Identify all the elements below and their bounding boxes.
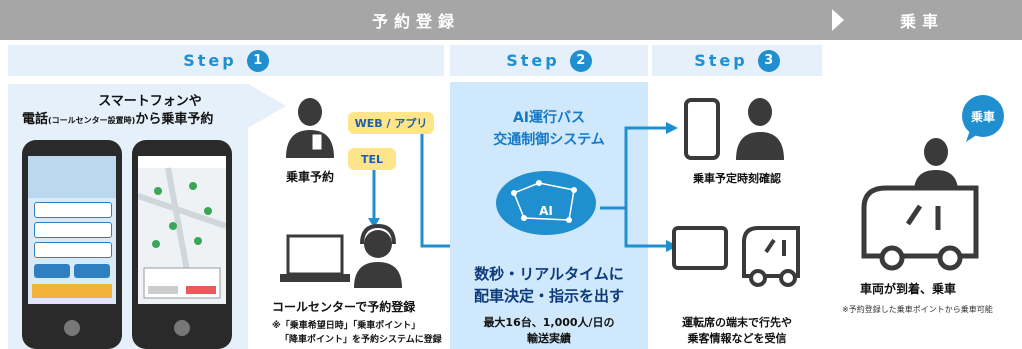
step-1-number: 1 bbox=[246, 49, 269, 72]
laptop-icon bbox=[280, 234, 350, 282]
step-1-header: Step 1 bbox=[8, 45, 444, 76]
step-3-label: Step bbox=[694, 51, 748, 70]
heading-phone-text: 電話 bbox=[22, 112, 49, 127]
tel-pill: TEL bbox=[348, 148, 396, 170]
driver-info-line2: 乗客情報などを受信 bbox=[687, 332, 787, 345]
callcenter-label: コールセンターで予約登録 bbox=[272, 300, 416, 314]
ai-capacity-line1: 最大16台、1,000人/日の bbox=[483, 316, 615, 329]
step-2-number: 2 bbox=[569, 49, 592, 72]
phone-app-menu bbox=[22, 140, 122, 349]
ai-brain-icon bbox=[496, 171, 596, 235]
menu-small-button-1[interactable] bbox=[34, 264, 70, 278]
vehicle-arrival-icon bbox=[861, 138, 979, 271]
home-button-2[interactable] bbox=[174, 320, 190, 336]
ai-result-line1: 数秒・リアルタイムに bbox=[474, 265, 624, 283]
heading-reserve-text: から乗車予約 bbox=[135, 112, 214, 127]
map-graphic bbox=[137, 156, 227, 299]
arrival-label: 車両が到着、乗車 bbox=[860, 282, 957, 296]
passenger-person-icon bbox=[736, 98, 784, 160]
web-app-pill: WEB / アプリ bbox=[348, 112, 434, 134]
menu-small-button-2[interactable] bbox=[74, 264, 110, 278]
app-footer-banner bbox=[32, 284, 112, 298]
ai-title-line1: AI運行バス bbox=[512, 110, 586, 126]
step-2-label: Step bbox=[506, 51, 560, 70]
rider-label: 乗車予約 bbox=[286, 170, 335, 184]
step-3-number: 3 bbox=[757, 49, 780, 72]
tablet-icon bbox=[672, 226, 728, 270]
rider-person-icon bbox=[286, 98, 334, 158]
boarding-header: 乗車 bbox=[822, 0, 1022, 40]
phone-screen-map bbox=[137, 156, 227, 304]
callcenter-note-1: ※「乗車希望日時」「乗車ポイント」 bbox=[272, 321, 421, 331]
menu-button-1[interactable] bbox=[34, 202, 112, 218]
menu-button-3[interactable] bbox=[34, 242, 112, 258]
step1-heading-line2: 電話(コールセンター設置時)から乗車予約 bbox=[22, 108, 213, 127]
ai-capacity-line2: 輸送実績 bbox=[527, 332, 571, 345]
operator-headset-icon bbox=[354, 224, 402, 288]
ai-result-line2: 配車決定・指示を出す bbox=[473, 287, 624, 305]
home-button[interactable] bbox=[64, 320, 80, 336]
boarding-badge-bubble bbox=[962, 95, 1004, 142]
callcenter-note-2: 「降車ポイント」を予約システムに登録 bbox=[280, 335, 442, 345]
phone-screen-menu bbox=[28, 156, 116, 304]
phone-map bbox=[132, 140, 232, 349]
ai-title-line2: 交通制御システム bbox=[493, 132, 605, 148]
confirm-time-label: 乗車予定時刻確認 bbox=[693, 172, 781, 185]
panel-pointer bbox=[248, 84, 286, 128]
step-1-label: Step bbox=[183, 51, 237, 70]
step-2-header: Step 2 bbox=[450, 45, 648, 76]
ai-label: AI bbox=[539, 204, 553, 218]
vehicle-icon-small bbox=[742, 226, 800, 287]
driver-info-line1: 運転席の端末で行先や bbox=[682, 316, 792, 329]
boarding-badge: 乗車 bbox=[970, 110, 995, 124]
app-banner bbox=[28, 156, 116, 198]
step-3-header: Step 3 bbox=[652, 45, 822, 76]
menu-button-2[interactable] bbox=[34, 222, 112, 238]
smartphone-icon bbox=[684, 98, 720, 160]
step1-heading-line1: スマートフォンや bbox=[98, 94, 202, 109]
heading-callcenter-note: (コールセンター設置時) bbox=[48, 116, 136, 125]
reservation-header: 予約登録 bbox=[0, 0, 832, 40]
branch-arrows bbox=[600, 122, 678, 252]
boarding-note: ※予約登録した乗車ポイントから乗車可能 bbox=[842, 305, 993, 314]
